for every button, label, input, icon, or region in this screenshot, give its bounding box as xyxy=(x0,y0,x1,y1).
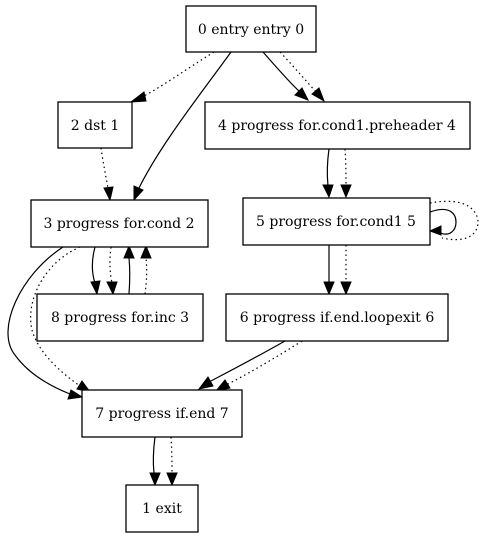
edge-4-to-5-dotted-arrowhead xyxy=(340,184,352,199)
edge-3-to-8-solid-arrowhead xyxy=(90,280,101,296)
edge-0-to-4-dotted xyxy=(279,51,317,93)
node-4-preheader: 4 progress for.cond1.preheader 4 xyxy=(204,101,471,150)
edge-6-to-7-solid-arrowhead xyxy=(197,376,214,390)
edge-8-to-3-dotted xyxy=(144,257,148,295)
edge-2-to-3-dotted xyxy=(100,147,109,189)
edge-0-to-2-dotted-arrowhead xyxy=(129,91,147,103)
edge-7-to-1-dotted-arrowhead xyxy=(166,472,178,487)
edge-3-to-8-dotted-arrowhead xyxy=(106,281,118,296)
edge-7-to-1-solid xyxy=(152,436,156,474)
edge-0-to-3-solid xyxy=(137,51,232,191)
edge-5-self-loop-solid-arrowhead xyxy=(428,225,442,236)
edge-0-to-4-dotted-arrowhead xyxy=(311,87,325,103)
edge-2-to-3-dotted-arrowhead xyxy=(103,186,114,202)
node-3-label: 3 progress for.cond 2 xyxy=(43,216,194,232)
edge-0-to-3-solid-arrowhead xyxy=(133,185,144,202)
edge-6-to-7-dotted xyxy=(225,340,303,386)
node-3-for-cond: 3 progress for.cond 2 xyxy=(30,199,209,248)
node-6-label: 6 progress if.end.loopexit 6 xyxy=(240,310,435,326)
edge-7-to-1-dotted xyxy=(170,436,173,474)
node-0-label: 0 entry entry 0 xyxy=(198,22,304,38)
node-1-exit: 1 exit xyxy=(125,484,199,533)
edge-5-to-6-solid-arrowhead xyxy=(323,281,335,296)
edge-3-to-8-solid xyxy=(91,246,96,284)
edge-4-to-5-solid-arrowhead xyxy=(322,184,334,199)
edge-8-to-3-solid-arrowhead xyxy=(123,244,135,259)
node-2-dst: 2 dst 1 xyxy=(57,101,133,149)
node-1-label: 1 exit xyxy=(142,501,182,517)
node-0-entry: 0 entry entry 0 xyxy=(185,5,317,53)
node-5-label: 5 progress for.cond1 5 xyxy=(256,214,416,230)
edge-6-to-7-solid xyxy=(208,340,286,383)
edge-4-to-5-dotted xyxy=(344,148,347,187)
edge-3-to-7-solid xyxy=(7,246,71,395)
edge-0-to-4-solid-arrowhead xyxy=(294,87,310,101)
edge-3-to-8-dotted xyxy=(109,246,113,284)
edge-4-to-5-solid xyxy=(326,148,330,187)
node-4-label: 4 progress for.cond1.preheader 4 xyxy=(218,118,456,134)
edge-8-to-3-solid xyxy=(128,257,131,295)
edges xyxy=(7,51,479,487)
edge-5-to-6-dotted-arrowhead xyxy=(340,281,352,296)
edge-0-to-2-dotted xyxy=(139,51,215,99)
edge-7-to-1-solid-arrowhead xyxy=(149,472,161,487)
node-5-for-cond1: 5 progress for.cond1 5 xyxy=(242,197,431,246)
edge-8-to-3-dotted-arrowhead xyxy=(140,244,152,259)
node-7-if-end: 7 progress if.end 7 xyxy=(81,389,243,438)
node-2-label: 2 dst 1 xyxy=(71,118,120,134)
edge-5-self-loop-solid xyxy=(429,208,457,235)
node-7-label: 7 progress if.end 7 xyxy=(95,406,228,422)
node-6-loopexit: 6 progress if.end.loopexit 6 xyxy=(225,293,449,342)
edge-0-to-4-solid xyxy=(262,51,301,93)
node-8-label: 8 progress for.inc 3 xyxy=(51,310,189,326)
edge-3-to-7-solid-arrowhead xyxy=(67,389,84,400)
nodes: 0 entry entry 0 2 dst 1 4 progress for.c… xyxy=(30,5,471,533)
node-8-for-inc: 8 progress for.inc 3 xyxy=(36,293,204,342)
